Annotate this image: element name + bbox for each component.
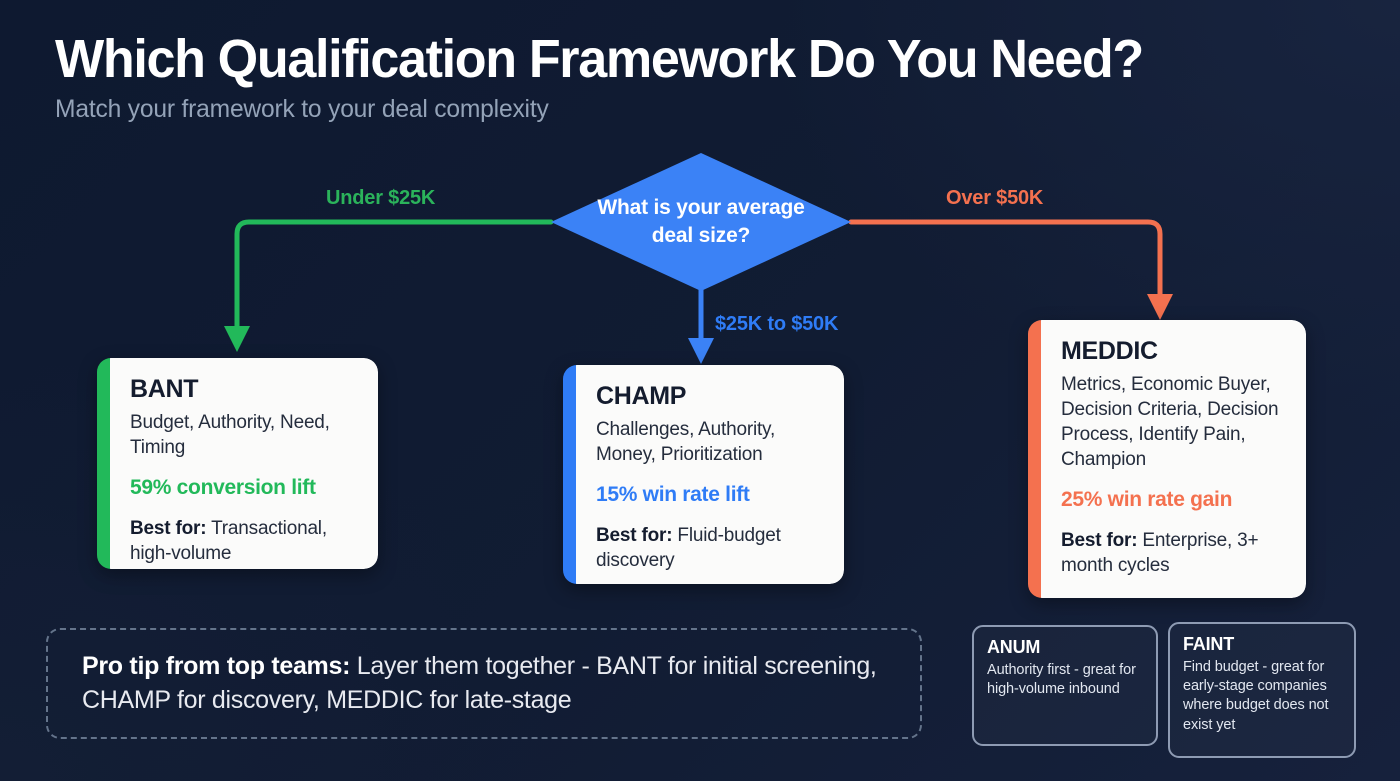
pro-tip-body: Layer them together - BANT for initial s… (82, 652, 877, 714)
alt-description: Authority first - great for high-volume … (987, 661, 1136, 698)
best-for-label: Best for: (1061, 529, 1138, 551)
framework-expansion: Challenges, Authority, Money, Prioritiza… (596, 418, 776, 465)
framework-card-meddic[interactable]: MEDDIC Metrics, Economic Buyer, Decision… (1028, 320, 1306, 598)
framework-expansion: Budget, Authority, Need, Timing (130, 411, 330, 458)
branch-label-under-25k: Under $25K (326, 187, 436, 209)
best-for-label: Best for: (596, 524, 673, 546)
branch-label-25k-to-50k: $25K to $50K (715, 313, 839, 335)
framework-best-for: Best for: Transactional, high-volume (130, 516, 358, 566)
card-body: BANT Budget, Authority, Need, Timing 59%… (110, 358, 378, 569)
pro-tip-text: Pro tip from top teams: Layer them toget… (82, 650, 886, 717)
alt-card-anum[interactable]: ANUM Authority first - great for high-vo… (972, 625, 1158, 746)
decision-question: What is your average deal size? (597, 196, 805, 247)
decision-node[interactable]: What is your average deal size? (551, 153, 851, 291)
card-body: MEDDIC Metrics, Economic Buyer, Decision… (1041, 320, 1306, 598)
alt-name: FAINT (1183, 634, 1234, 654)
page-subtitle: Match your framework to your deal comple… (55, 95, 549, 124)
accent-bar (1028, 320, 1041, 598)
pro-tip-lead: Pro tip from top teams: (82, 652, 351, 681)
framework-card-champ[interactable]: CHAMP Challenges, Authority, Money, Prio… (563, 365, 844, 584)
alt-name: ANUM (987, 637, 1041, 657)
connector-meddic (848, 219, 1173, 320)
header: Which Qualification Framework Do You Nee… (55, 30, 1255, 124)
accent-bar (563, 365, 576, 584)
connector-bant (224, 219, 554, 352)
best-for-label: Best for: (130, 517, 207, 539)
framework-card-bant[interactable]: BANT Budget, Authority, Need, Timing 59%… (97, 358, 378, 569)
framework-best-for: Best for: Enterprise, 3+ month cycles (1061, 528, 1286, 578)
accent-bar (97, 358, 110, 569)
best-for-value: Fluid-budget discovery (596, 524, 781, 571)
framework-expansion: Metrics, Economic Buyer, Decision Criter… (1061, 373, 1279, 470)
framework-name: BANT (130, 375, 199, 403)
alt-card-faint[interactable]: FAINT Find budget - great for early-stag… (1168, 622, 1356, 758)
best-for-value: Transactional, high-volume (130, 517, 327, 564)
alt-description: Find budget - great for early-stage comp… (1183, 658, 1329, 733)
framework-metric: 25% win rate gain (1061, 487, 1233, 511)
card-body: CHAMP Challenges, Authority, Money, Prio… (576, 365, 844, 584)
framework-name: MEDDIC (1061, 337, 1158, 365)
pro-tip-banner: Pro tip from top teams: Layer them toget… (46, 628, 922, 739)
framework-name: CHAMP (596, 382, 687, 410)
framework-metric: 59% conversion lift (130, 475, 316, 499)
framework-best-for: Best for: Fluid-budget discovery (596, 523, 824, 573)
connector-champ (688, 285, 714, 364)
branch-label-over-50k: Over $50K (946, 187, 1044, 209)
framework-metric: 15% win rate lift (596, 482, 750, 506)
best-for-value: Enterprise, 3+ month cycles (1061, 529, 1259, 576)
page-title: Which Qualification Framework Do You Nee… (55, 29, 1144, 89)
